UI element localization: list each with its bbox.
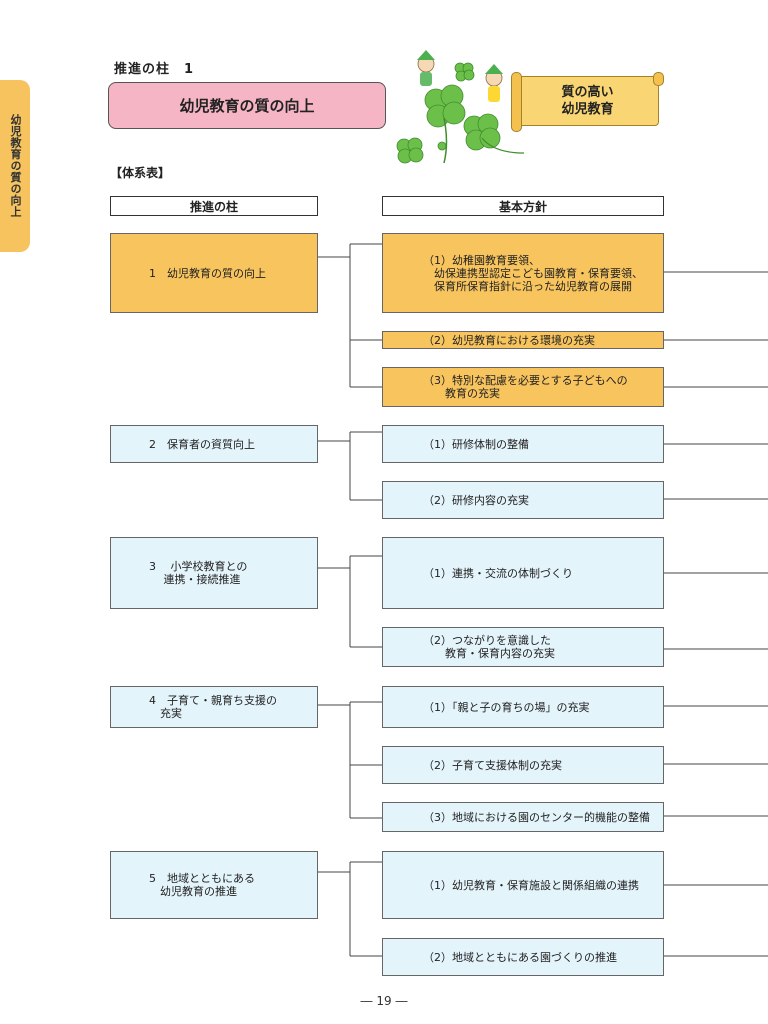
policy-label-4-3: （3）地域における園のセンター的機能の整備: [423, 810, 650, 824]
system-table-label: 【体系表】: [110, 166, 171, 180]
pillar-label: 推進の柱 1: [114, 62, 195, 77]
policy-box-1-3: （3）特別な配慮を必要とする子どもへの 教育の充実: [382, 367, 664, 407]
pillar-label-4: 4 子育て・親育ち支援の 充実: [149, 694, 277, 720]
policy-label-1-1: （1）幼稚園教育要領、 幼保連携型認定こども園教育・保育要領、 保育所保育指針に…: [423, 253, 643, 293]
policy-box-5-1: （1）幼児教育・保育施設と関係組織の連携: [382, 851, 664, 919]
pillar-label-5: 5 地域とともにある 幼児教育の推進: [149, 872, 255, 898]
scroll-banner: 質の高い 幼児教育: [511, 72, 664, 132]
side-tab-label: 幼児教育の質の向上: [9, 114, 22, 218]
policy-box-2-2: （2）研修内容の充実: [382, 481, 664, 519]
policy-box-3-1: （1）連携・交流の体制づくり: [382, 537, 664, 609]
pillar-box-1: 1 幼児教育の質の向上: [110, 233, 318, 313]
policy-label-3-2: （2）つながりを意識した 教育・保育内容の充実: [423, 634, 555, 660]
policy-label-5-2: （2）地域とともにある園づくりの推進: [423, 950, 617, 964]
column-header-policy: 基本方針: [382, 196, 664, 216]
policy-label-1-2: （2）幼児教育における環境の充実: [423, 333, 595, 347]
page-title: 幼児教育の質の向上: [108, 82, 386, 129]
side-tab[interactable]: 幼児教育の質の向上: [0, 80, 30, 252]
pillar-box-3: 3 小学校教育との 連携・接続推進: [110, 537, 318, 609]
scroll-line-2: 幼児教育: [561, 102, 614, 117]
column-header-pillar: 推進の柱: [110, 196, 318, 216]
policy-box-1-1: （1）幼稚園教育要領、 幼保連携型認定こども園教育・保育要領、 保育所保育指針に…: [382, 233, 664, 313]
policy-box-4-3: （3）地域における園のセンター的機能の整備: [382, 802, 664, 832]
policy-label-5-1: （1）幼児教育・保育施設と関係組織の連携: [423, 878, 639, 892]
pillar-box-2: 2 保育者の資質向上: [110, 425, 318, 463]
scroll-line-1: 質の高い: [561, 85, 614, 100]
policy-box-3-2: （2）つながりを意識した 教育・保育内容の充実: [382, 627, 664, 667]
pillar-label-1: 1 幼児教育の質の向上: [149, 266, 266, 280]
policy-box-2-1: （1）研修体制の整備: [382, 425, 664, 463]
pillar-box-5: 5 地域とともにある 幼児教育の推進: [110, 851, 318, 919]
policy-label-3-1: （1）連携・交流の体制づくり: [423, 566, 573, 580]
policy-label-4-1: （1）「親と子の育ちの場」の充実: [423, 700, 590, 714]
policy-box-5-2: （2）地域とともにある園づくりの推進: [382, 938, 664, 976]
policy-label-2-2: （2）研修内容の充実: [423, 493, 529, 507]
clover-children-illustration: [396, 50, 525, 164]
policy-label-2-1: （1）研修体制の整備: [423, 437, 529, 451]
page-number: ― 19 ―: [360, 994, 408, 1008]
policy-label-4-2: （2）子育て支援体制の充実: [423, 758, 562, 772]
pillar-label-2: 2 保育者の資質向上: [149, 437, 255, 451]
policy-box-4-2: （2）子育て支援体制の充実: [382, 746, 664, 784]
policy-label-1-3: （3）特別な配慮を必要とする子どもへの 教育の充実: [423, 374, 628, 400]
pillar-box-4: 4 子育て・親育ち支援の 充実: [110, 686, 318, 728]
pillar-label-3: 3 小学校教育との 連携・接続推進: [149, 560, 248, 586]
policy-box-4-1: （1）「親と子の育ちの場」の充実: [382, 686, 664, 728]
policy-box-1-2: （2）幼児教育における環境の充実: [382, 331, 664, 349]
